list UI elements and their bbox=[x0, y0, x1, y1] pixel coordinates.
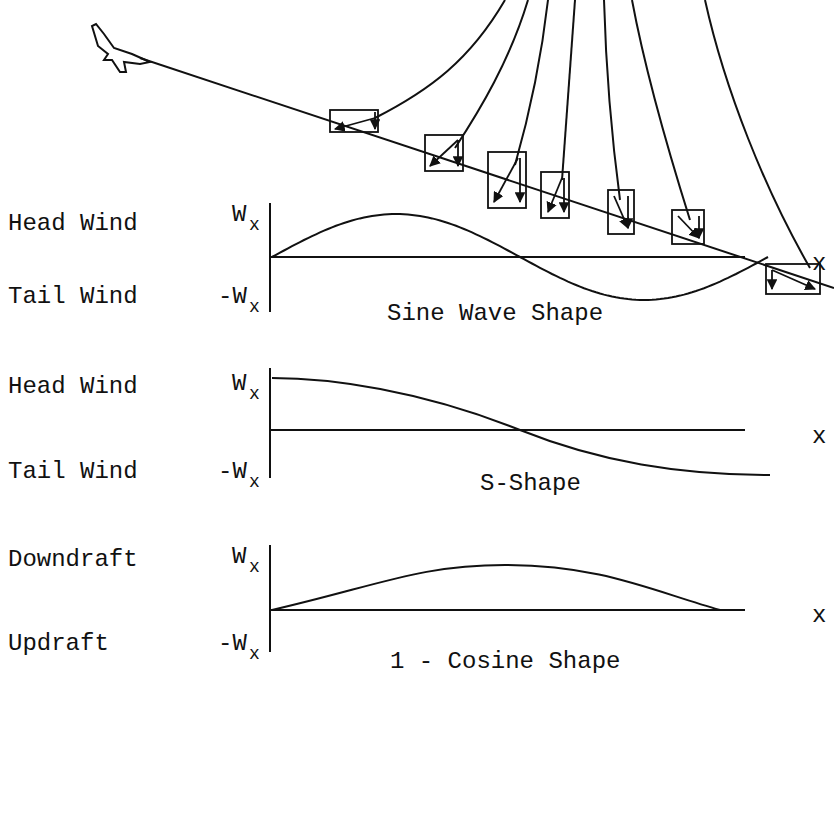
axis-side-label: Downdraft bbox=[8, 548, 138, 572]
plot-caption: Sine Wave Shape bbox=[385, 302, 605, 326]
axis-side-label: Head Wind bbox=[8, 212, 138, 236]
airplane bbox=[92, 24, 150, 72]
cosine-plot bbox=[270, 545, 745, 652]
axis-symbol: W bbox=[232, 372, 246, 396]
streamlines bbox=[375, 0, 810, 268]
axis-subscript: x bbox=[249, 385, 260, 403]
plot-caption: 1 - Cosine Shape bbox=[388, 650, 622, 674]
axis-subscript: x bbox=[249, 473, 260, 491]
axis-symbol: -W bbox=[218, 632, 247, 656]
axis-symbol: -W bbox=[218, 285, 247, 309]
axis-subscript: x bbox=[249, 645, 260, 663]
axis-symbol: W bbox=[232, 203, 246, 227]
axis-subscript: x bbox=[249, 558, 260, 576]
axis-label: x bbox=[812, 604, 826, 628]
axis-label: x bbox=[812, 425, 826, 449]
wind-vector-boxes bbox=[330, 110, 820, 294]
axis-subscript: x bbox=[249, 216, 260, 234]
axis-side-label: Tail Wind bbox=[8, 285, 138, 309]
plot-caption: S-Shape bbox=[478, 472, 583, 496]
axis-symbol: -W bbox=[218, 460, 247, 484]
sine-plot bbox=[270, 203, 768, 312]
flight-path bbox=[140, 58, 834, 288]
axis-subscript: x bbox=[249, 298, 260, 316]
axis-side-label: Head Wind bbox=[8, 375, 138, 399]
axis-label: x bbox=[812, 252, 826, 276]
s-plot bbox=[270, 368, 770, 478]
axis-symbol: W bbox=[232, 545, 246, 569]
axis-side-label: Tail Wind bbox=[8, 460, 138, 484]
axis-side-label: Updraft bbox=[8, 632, 109, 656]
